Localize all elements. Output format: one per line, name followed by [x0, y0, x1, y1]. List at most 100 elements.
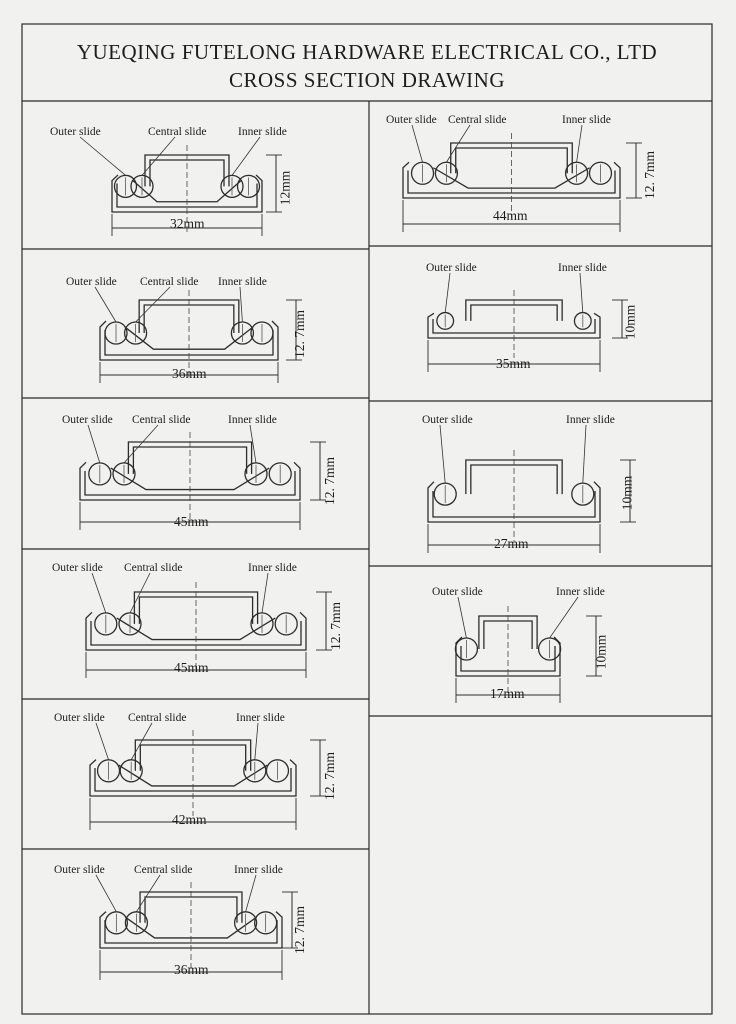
leader-line [549, 596, 579, 639]
leader-line [249, 424, 257, 463]
inner-slide-label: Inner slide [566, 414, 615, 426]
outer-slide-label: Outer slide [426, 262, 477, 274]
leader-line [444, 272, 451, 313]
ball-bearing [588, 161, 613, 185]
leader-line [254, 722, 259, 760]
cross-section-drawing [95, 874, 298, 980]
outer-slide-label: Outer slide [432, 586, 483, 598]
width-dimension: 45mm [174, 660, 209, 675]
central-slide-label: Central slide [148, 126, 207, 138]
leader-line [91, 572, 107, 614]
ball-bearing [265, 759, 290, 783]
leader-line [579, 272, 584, 313]
cross-section-drawing [79, 136, 282, 236]
outer-slide-label: Outer slide [50, 126, 101, 138]
inner-slide-label: Inner slide [248, 562, 297, 574]
leader-line [141, 136, 176, 176]
height-dimension: 12. 7mm [292, 905, 308, 955]
inner-slide-label: Inner slide [228, 414, 277, 426]
cross-section-drawing [427, 424, 636, 553]
central-slide-label: Central slide [132, 414, 191, 426]
height-dimension: 10mm [593, 634, 609, 670]
outer-slide-profile [104, 920, 278, 944]
inner-slide-label: Inner slide [218, 276, 267, 288]
leader-line [261, 572, 269, 613]
width-dimension: 27mm [494, 536, 529, 551]
leader-line [130, 722, 153, 760]
leader-line [87, 424, 101, 464]
outer-slide-label: Outer slide [62, 414, 113, 426]
cross-section-drawing [79, 424, 326, 530]
leader-line [239, 286, 243, 323]
ball-bearing [253, 911, 278, 935]
inner-slide-label: Inner slide [558, 262, 607, 274]
height-dimension: 10mm [619, 475, 635, 511]
outer-slide-profile [99, 320, 279, 361]
leader-line [245, 874, 257, 912]
outer-slide-label: Outer slide [52, 562, 103, 574]
inner-slide-label: Inner slide [234, 864, 283, 876]
cross-section-drawing [94, 286, 302, 383]
height-dimension: 12. 7mm [322, 456, 338, 506]
leader-line [582, 424, 587, 484]
cross-section-drawing [402, 124, 642, 232]
inner-slide-label: Inner slide [562, 114, 611, 126]
leader-line [94, 286, 117, 323]
leader-line [95, 722, 109, 760]
leader-line [411, 124, 423, 163]
width-dimension: 42mm [172, 812, 207, 827]
outer-slide-label: Outer slide [386, 114, 437, 126]
cross-section-drawing [427, 272, 628, 372]
cross-section-drawing [89, 722, 326, 830]
height-dimension: 12mm [277, 170, 293, 206]
outer-slide-profile [116, 183, 258, 208]
ball-bearing [274, 612, 298, 636]
width-dimension: 35mm [496, 356, 531, 371]
outer-slide-label: Outer slide [422, 414, 473, 426]
width-dimension: 44mm [493, 208, 528, 223]
central-slide-label: Central slide [448, 114, 507, 126]
leader-line [439, 424, 446, 484]
central-slide-label: Central slide [124, 562, 183, 574]
outer-slide-label: Outer slide [66, 276, 117, 288]
leader-line [576, 124, 583, 163]
inner-slide-label: Inner slide [236, 712, 285, 724]
leader-line [231, 136, 261, 176]
width-dimension: 45mm [174, 514, 209, 529]
leader-line [446, 124, 471, 163]
cross-section-drawing [85, 572, 332, 678]
height-dimension: 12. 7mm [328, 601, 344, 651]
central-slide-label: Central slide [140, 276, 199, 288]
height-dimension: 10mm [622, 304, 638, 340]
leader-line [457, 596, 467, 639]
height-dimension: 12. 7mm [642, 150, 658, 200]
outer-slide-profile [432, 319, 596, 334]
width-dimension: 36mm [174, 962, 209, 977]
cross-section-drawing [454, 596, 602, 703]
height-dimension: 12. 7mm [322, 751, 338, 801]
leader-line [129, 572, 151, 614]
leader-line [135, 286, 171, 323]
outer-slide-profile [94, 768, 292, 792]
width-dimension: 32mm [170, 216, 205, 231]
leader-line [79, 136, 126, 176]
leader-line [123, 424, 159, 464]
ball-bearing [250, 321, 274, 345]
outer-slide-label: Outer slide [54, 864, 105, 876]
ball-bearing [236, 174, 261, 199]
height-dimension: 12. 7mm [292, 309, 308, 359]
outer-slide-label: Outer slide [54, 712, 105, 724]
width-dimension: 36mm [172, 366, 207, 381]
document-title: CROSS SECTION DRAWING [228, 68, 505, 92]
outer-slide-profile [455, 636, 561, 677]
central-slide-label: Central slide [128, 712, 187, 724]
leader-line [95, 874, 117, 912]
outer-slide-profile [460, 646, 556, 672]
inner-slide-label: Inner slide [556, 586, 605, 598]
leader-line [136, 874, 161, 913]
company-name: YUEQING FUTELONG HARDWARE ELECTRICAL CO.… [76, 40, 658, 64]
inner-slide-label: Inner slide [238, 126, 287, 138]
central-slide-label: Central slide [134, 864, 193, 876]
